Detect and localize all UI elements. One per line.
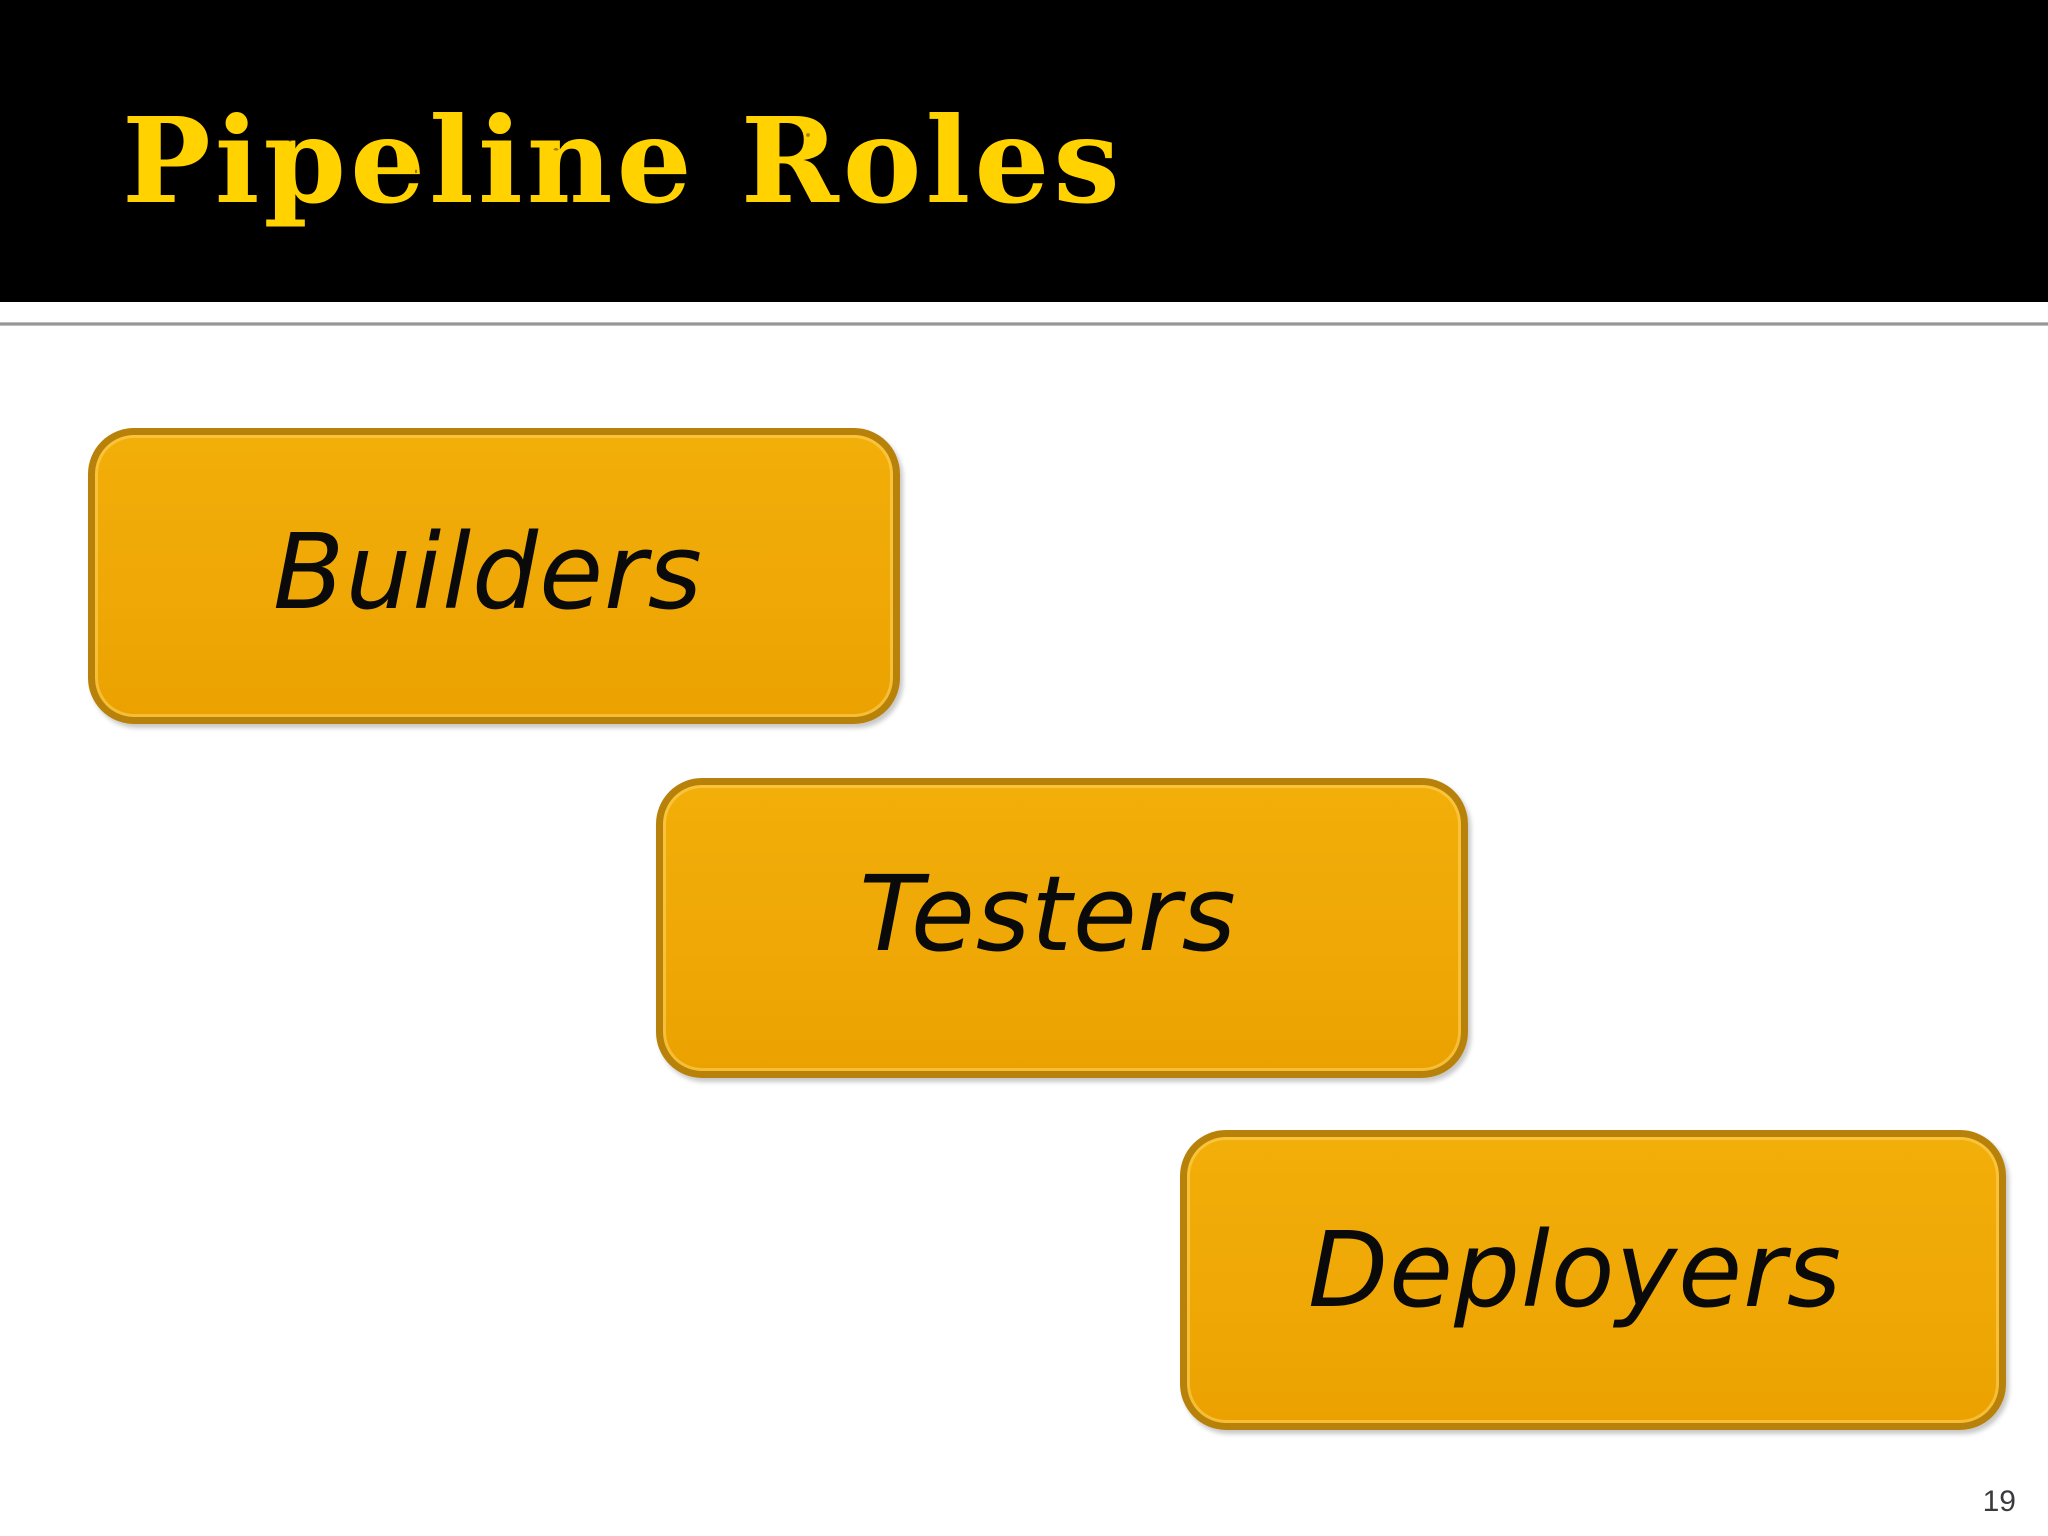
role-box-builders[interactable]: Builders <box>88 428 900 724</box>
title-band: Pipeline Roles <box>0 0 2048 302</box>
header-divider <box>0 322 2048 326</box>
page-number: 19 <box>1982 1485 2016 1518</box>
role-label: Builders <box>273 511 703 633</box>
page-title: Pipeline Roles <box>122 96 1522 226</box>
role-box-testers[interactable]: Testers <box>656 778 1468 1078</box>
role-label: Deployers <box>1307 1209 1843 1331</box>
role-label: Testers <box>859 853 1237 975</box>
role-box-deployers[interactable]: Deployers <box>1180 1130 2006 1430</box>
